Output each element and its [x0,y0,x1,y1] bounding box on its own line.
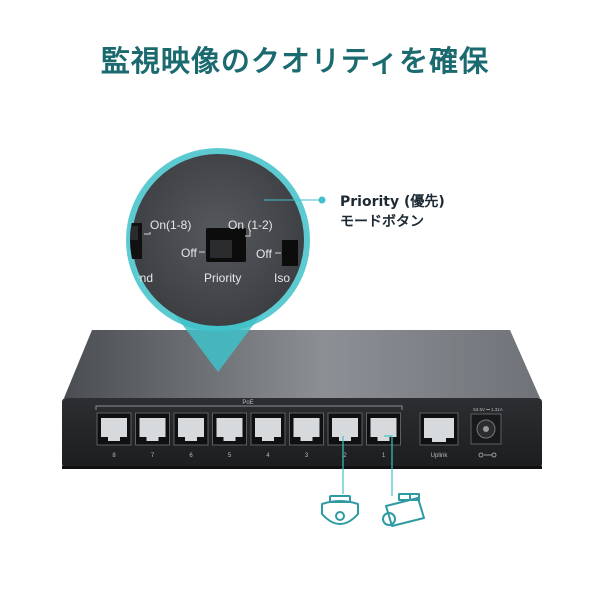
ethernet-port-2[interactable] [327,412,363,446]
ethernet-port-3[interactable] [289,412,324,446]
callout-title: Priority (優先) [340,194,445,210]
zoom-magnifier: On(1-8) On (1-2) Off Off end Priority Is… [126,148,310,332]
uplink-port[interactable] [419,412,459,446]
port-number-label: 8 [112,453,116,459]
port-number-label: 7 [151,453,155,459]
ethernet-port-1[interactable] [366,412,401,446]
dome-camera-icon [321,495,359,525]
page-title: 監視映像のクオリティを確保 [100,44,490,78]
power-rating: 53.5V ⎓ 1.31A [473,407,503,412]
zoom-label-priority: Priority [204,271,241,285]
camera-connection-lines [342,435,393,496]
priority-callout: Priority (優先) モードボタン [340,192,445,232]
dip-switch-right [282,240,298,266]
callout-dot [318,196,326,204]
dc-power-jack [470,413,502,445]
zoom-label-off-right: Off [256,247,272,261]
port-number-label: 3 [305,453,309,459]
port-number-label: 1 [382,453,386,459]
ethernet-port-8[interactable] [96,412,132,446]
poe-bracket [95,405,403,410]
zoom-label-center-on: On (1-2) [228,218,273,232]
zoom-label-left-on: On(1-8) [150,218,191,232]
port-number-label: 6 [189,453,193,459]
uplink-label: Uplink [431,453,449,459]
switch-top [64,330,540,398]
ethernet-port-6[interactable] [173,412,209,446]
port-number-label: 5 [228,453,232,459]
bullet-camera-icon [382,493,425,527]
poe-label: PoE [242,400,253,406]
ethernet-port-4[interactable] [250,412,286,446]
ethernet-port-7[interactable] [135,412,170,446]
ethernet-port-5[interactable] [212,412,247,446]
port-number-label: 4 [266,453,270,459]
ethernet-ports: 8 7 6 5 4 3 2 1 [96,412,401,459]
port-number-label: 2 [343,453,347,459]
dc-power-symbol-icon [478,452,497,458]
zoom-label-off-left: Off [181,246,197,260]
callout-subtitle: モードボタン [340,214,424,230]
zoom-label-right-partial: Iso [274,271,290,285]
